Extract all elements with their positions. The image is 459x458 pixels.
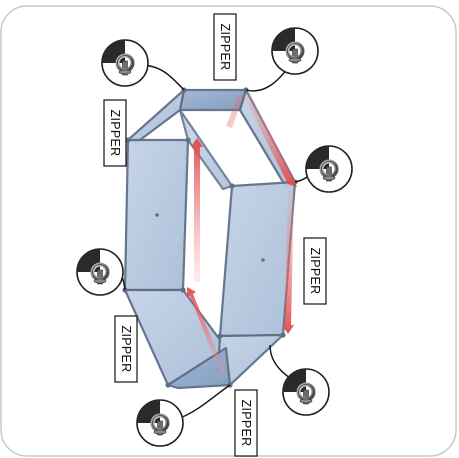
seam-arrow-lower-left <box>187 287 228 378</box>
svg-text:ZIPPER: ZIPPER <box>108 110 122 157</box>
frame-joints <box>122 87 298 388</box>
seam-arrow-top-right <box>244 93 297 187</box>
panel-right <box>218 180 297 338</box>
seam-arrow-inner-left <box>191 138 203 282</box>
zipper-label-left-upper: ZIPPER <box>103 99 127 167</box>
seam-arrow-top-inner <box>226 94 244 128</box>
zipper-seams <box>187 93 297 378</box>
zipper-label-bottom: ZIPPER <box>234 389 258 457</box>
eye-bolt-icon <box>270 26 320 76</box>
eye-bolt-icon <box>100 38 150 88</box>
svg-text:ZIPPER: ZIPPER <box>119 326 133 373</box>
eye-bolt-icon <box>75 247 125 297</box>
seam-arrow-right <box>282 190 294 334</box>
svg-text:ZIPPER: ZIPPER <box>218 24 232 71</box>
zipper-label-top: ZIPPER <box>213 13 237 81</box>
zipper-label-left-lower: ZIPPER <box>114 315 138 383</box>
eye-bolt-icon <box>304 144 354 194</box>
leader-bottom-left <box>179 384 231 419</box>
svg-text:ZIPPER: ZIPPER <box>308 248 322 295</box>
panel-inner-upper-left <box>178 108 234 191</box>
eye-bolt-icon <box>135 398 185 448</box>
zipper-label-right-middle: ZIPPER <box>303 237 327 305</box>
eye-bolt-icon <box>281 367 331 417</box>
svg-text:ZIPPER: ZIPPER <box>239 400 253 447</box>
